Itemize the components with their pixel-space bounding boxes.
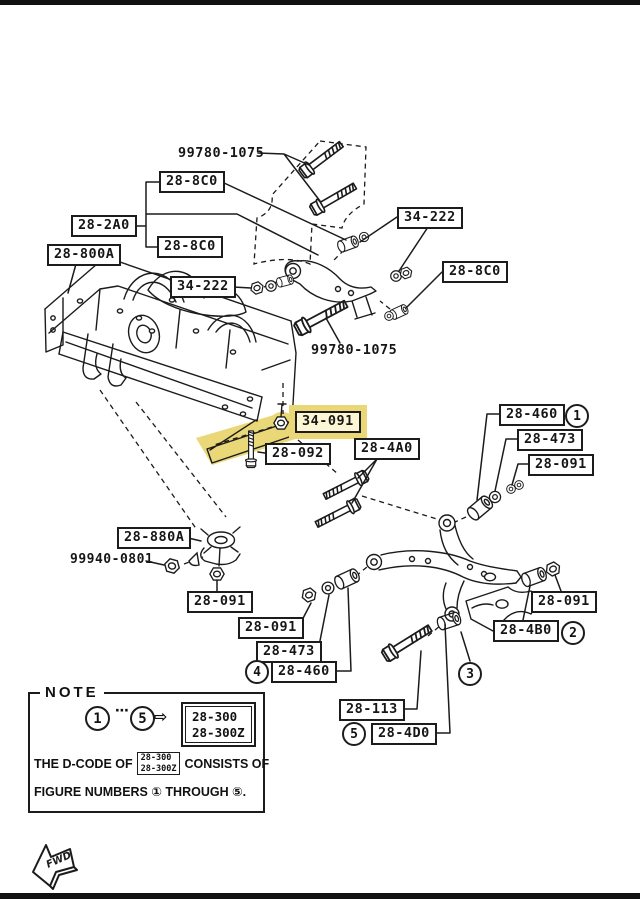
part-label-28-113: 28-113 xyxy=(339,699,405,721)
part-label-28-8c0-upper: 28-8C0 xyxy=(159,171,225,193)
mount-drawing xyxy=(162,526,241,581)
figure-marker-3: 3 xyxy=(458,662,482,686)
note-text-pre: THE D-CODE OF xyxy=(34,756,133,771)
note-text-line-2: FIGURE NUMBERS ① THROUGH ⑤. xyxy=(34,785,247,799)
part-label-28-8c0-right: 28-8C0 xyxy=(442,261,508,283)
note-range-to-circle: 5 xyxy=(130,706,155,731)
note-ellipsis: ⋯ xyxy=(115,703,129,719)
lower-arm-drawing xyxy=(244,416,563,665)
part-label-28-2a0: 28-2A0 xyxy=(71,215,137,237)
part-label-28-460-lower: 28-460 xyxy=(271,661,337,683)
note-arrow-icon: ⇨ xyxy=(154,707,168,726)
note-text-line-1: THE D-CODE OF 28-300 28-300Z CONSISTS OF xyxy=(34,752,270,776)
fwd-arrow: FWD xyxy=(32,844,78,890)
part-label-99940-0801: 99940-0801 xyxy=(70,552,154,567)
note-dcode-inline: 28-300 28-300Z xyxy=(136,752,181,776)
note-dcode-top: 28-300 xyxy=(192,709,238,724)
part-label-34-091-highlighted: 34-091 xyxy=(295,411,361,433)
note-box: NOTE 1 ⋯ 5 ⇨ 28-300 28-300Z THE D-CODE O… xyxy=(28,684,269,813)
part-label-28-4a0: 28-4A0 xyxy=(354,438,420,460)
part-label-34-222-left: 34-222 xyxy=(170,276,236,298)
part-label-28-091-mount: 28-091 xyxy=(187,591,253,613)
note-text-post: CONSISTS OF xyxy=(184,756,270,771)
part-label-28-880a: 28-880A xyxy=(117,527,192,549)
page-top-rule xyxy=(0,0,640,5)
part-label-28-800a: 28-800A xyxy=(47,244,122,266)
upper-arm-drawing xyxy=(248,137,414,339)
part-label-99780-1075-top: 99780-1075 xyxy=(178,145,265,161)
figure-marker-1: 1 xyxy=(565,404,589,428)
part-label-28-473-upper: 28-473 xyxy=(517,429,583,451)
dashed-lines xyxy=(99,140,467,637)
part-label-99780-1075-mid: 99780-1075 xyxy=(311,342,398,358)
part-label-34-222-right: 34-222 xyxy=(397,207,463,229)
note-title: NOTE xyxy=(40,684,104,701)
part-label-28-091-lower-left: 28-091 xyxy=(238,617,304,639)
note-dcode-box: 28-300 28-300Z xyxy=(181,701,256,748)
leader-lines xyxy=(67,152,562,734)
part-label-28-092: 28-092 xyxy=(265,443,331,465)
part-label-28-091-upper-right: 28-091 xyxy=(528,454,594,476)
figure-marker-4: 4 xyxy=(245,660,269,684)
part-label-28-8c0-lower: 28-8C0 xyxy=(157,236,223,258)
note-dcode-bottom: 28-300Z xyxy=(192,724,245,740)
note-range-from-circle: 1 xyxy=(85,706,110,731)
page-bottom-rule xyxy=(0,893,640,899)
part-label-28-4d0: 28-4D0 xyxy=(371,723,437,745)
part-label-28-091-right: 28-091 xyxy=(531,591,597,613)
figure-marker-5: 5 xyxy=(342,722,366,746)
figure-marker-2: 2 xyxy=(561,621,585,645)
part-label-28-4b0: 28-4B0 xyxy=(493,620,559,642)
part-label-28-460-upper: 28-460 xyxy=(499,404,565,426)
part-label-28-473-lower: 28-473 xyxy=(256,641,322,663)
